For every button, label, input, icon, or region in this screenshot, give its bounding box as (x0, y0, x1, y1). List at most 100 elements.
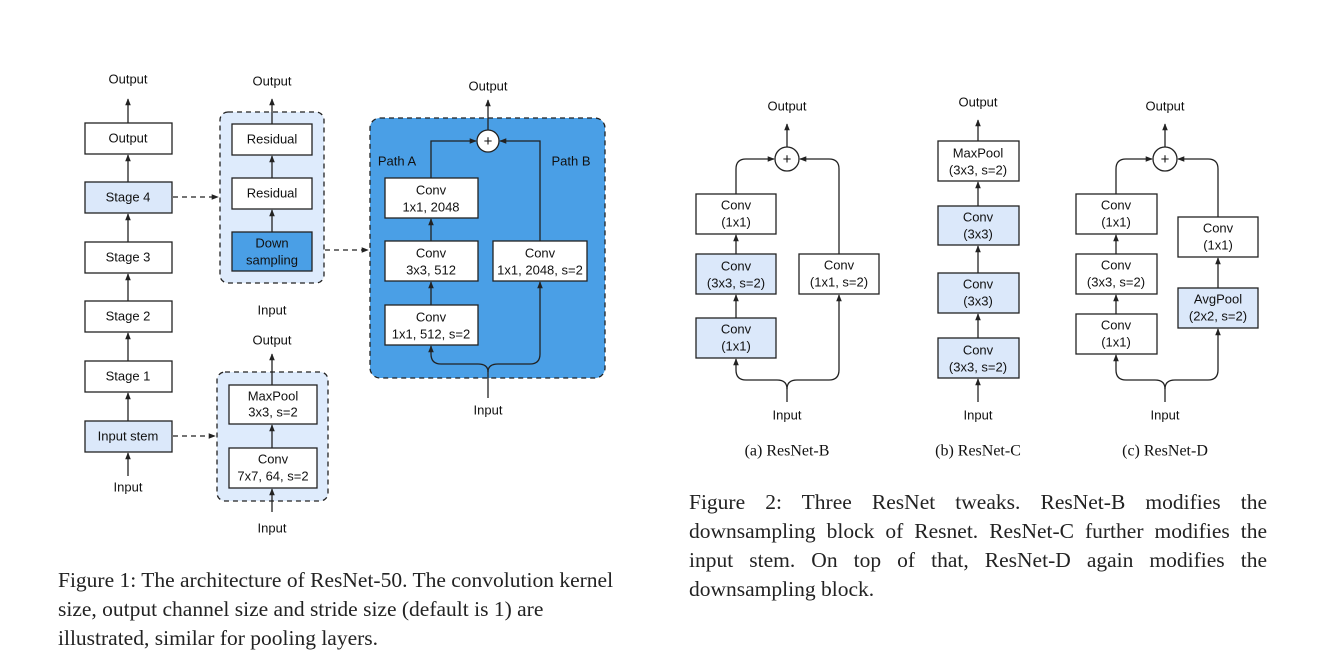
d-conv-1x1-bottom (1075, 313, 1158, 355)
b-a2-line1: Conv (721, 258, 752, 273)
c-pool-line2: (3x3, s=2) (949, 162, 1007, 177)
c-output-label: Output (958, 94, 997, 109)
fig1-stage-panel (219, 98, 369, 284)
stack-stage4-block (84, 181, 173, 214)
stem-conv-block (228, 447, 318, 489)
conv-a3-line2: 1x1, 512, s=2 (392, 326, 470, 341)
conv-a3-line1: Conv (416, 309, 447, 324)
stem-panel-output-label: Output (252, 332, 291, 347)
figure1-caption: Figure 1: The architecture of ResNet-50.… (58, 568, 614, 650)
split-arrow (487, 281, 543, 373)
c-c2-line2: (3x3) (963, 293, 993, 308)
fig2-resnet-b (695, 123, 880, 402)
maxpool-label-line1: MaxPool (248, 388, 299, 403)
b-b-line1: Conv (824, 257, 855, 272)
b-shortcut-conv-1x1-s2 (798, 253, 880, 295)
arrow (430, 138, 477, 178)
split-arrow (1164, 328, 1221, 390)
stack-output-block (84, 122, 173, 155)
c-input-label: Input (964, 407, 993, 422)
d-a1-line1: Conv (1101, 197, 1132, 212)
d-a2-line2: (3x3, s=2) (1087, 274, 1145, 289)
path-a-conv-1x1-512-s2 (384, 304, 479, 346)
stem-conv-label-line2: 7x7, 64, s=2 (237, 468, 308, 483)
path-b-conv-1x1-2048-s2 (492, 240, 588, 282)
arrow (799, 156, 840, 254)
path-b-label: Path B (551, 153, 590, 168)
downsampling-block (231, 231, 313, 272)
stem-conv-label-line1: Conv (258, 451, 289, 466)
downsampling-label-line1: Down (255, 235, 288, 250)
arrow (1177, 156, 1219, 217)
residual-1-label: Residual (247, 131, 298, 146)
c-conv-3x3-top (937, 205, 1020, 246)
fig2-resnet-c (937, 119, 1020, 402)
downsampling-label-line2: sampling (246, 252, 298, 267)
d-b1-line1: Conv (1203, 220, 1234, 235)
stage-panel-input-label: Input (258, 302, 287, 317)
d-output-label: Output (1145, 98, 1184, 113)
subfigure-label-resnet-d: (c) ResNet-D (1122, 443, 1208, 460)
b-output-label: Output (767, 98, 806, 113)
stack-stage1-label: Stage 1 (106, 368, 151, 383)
b-conv-1x1 (695, 193, 777, 235)
b-b-line2: (1x1, s=2) (810, 274, 868, 289)
residual-2-label: Residual (247, 185, 298, 200)
conv-b-line1: Conv (525, 245, 556, 260)
stack-input-label: Input (114, 479, 143, 494)
stack-stage2-block (84, 300, 173, 333)
conv-a2-line2: 3x3, 512 (406, 262, 456, 277)
d-b2-line2: (2x2, s=2) (1189, 308, 1247, 323)
d-avgpool-2x2-s2 (1177, 287, 1259, 329)
split-arrow (428, 345, 489, 373)
b-conv-3x3-s2 (695, 253, 777, 295)
d-a3-line2: (1x1) (1101, 334, 1131, 349)
sum-plus-label: + (484, 133, 493, 150)
c-c2-line1: Conv (963, 276, 994, 291)
fig1-stack (84, 98, 219, 476)
stack-stage3-label: Stage 3 (106, 249, 151, 264)
residual-block-2 (231, 177, 313, 210)
down-panel-output-label: Output (468, 78, 507, 93)
b-a3-line2: (1x1) (721, 338, 751, 353)
c-c1-line2: (3x3) (963, 226, 993, 241)
fig2-resnet-d (1075, 123, 1259, 402)
maxpool-block (228, 384, 318, 425)
stack-stage1-block (84, 360, 173, 393)
arrow (499, 138, 541, 241)
stem-panel-input-label: Input (258, 520, 287, 535)
c-c3-line1: Conv (963, 342, 994, 357)
split-arrow (733, 358, 788, 390)
down-panel-input-label: Input (474, 402, 503, 417)
stack-input-stem-block (84, 420, 173, 453)
d-conv-1x1-top (1075, 193, 1158, 235)
d-b1-line2: (1x1) (1203, 237, 1233, 252)
conv-b-line2: 1x1, 2048, s=2 (497, 262, 583, 277)
figure2-caption: Figure 2: Three ResNet tweaks. ResNet-B … (689, 490, 1267, 601)
stage-panel-output-label: Output (252, 73, 291, 88)
subfigure-label-resnet-b: (a) ResNet-B (745, 443, 830, 460)
b-a2-line2: (3x3, s=2) (707, 275, 765, 290)
d-a2-line1: Conv (1101, 257, 1132, 272)
b-a1-line1: Conv (721, 197, 752, 212)
b-input-label: Input (773, 407, 802, 422)
stack-stage4-label: Stage 4 (106, 189, 151, 204)
split-arrow (1113, 354, 1166, 390)
b-plus-label: + (783, 151, 792, 168)
c-c3-line2: (3x3, s=2) (949, 359, 1007, 374)
conv-a1-line1: Conv (416, 182, 447, 197)
d-b2-line1: AvgPool (1194, 291, 1242, 306)
split-arrow (786, 294, 842, 390)
b-a3-line1: Conv (721, 321, 752, 336)
arrow (735, 156, 775, 194)
residual-block-1 (231, 123, 313, 156)
stack-input-stem-label: Input stem (98, 428, 159, 443)
subfigure-label-resnet-c: (b) ResNet-C (935, 443, 1021, 460)
path-a-label: Path A (378, 153, 417, 168)
d-conv-3x3-s2 (1075, 253, 1158, 295)
c-pool-line1: MaxPool (953, 145, 1004, 160)
d-plus-label: + (1161, 151, 1170, 168)
maxpool-label-line2: 3x3, s=2 (248, 404, 298, 419)
fig1-stem-panel (216, 353, 329, 512)
